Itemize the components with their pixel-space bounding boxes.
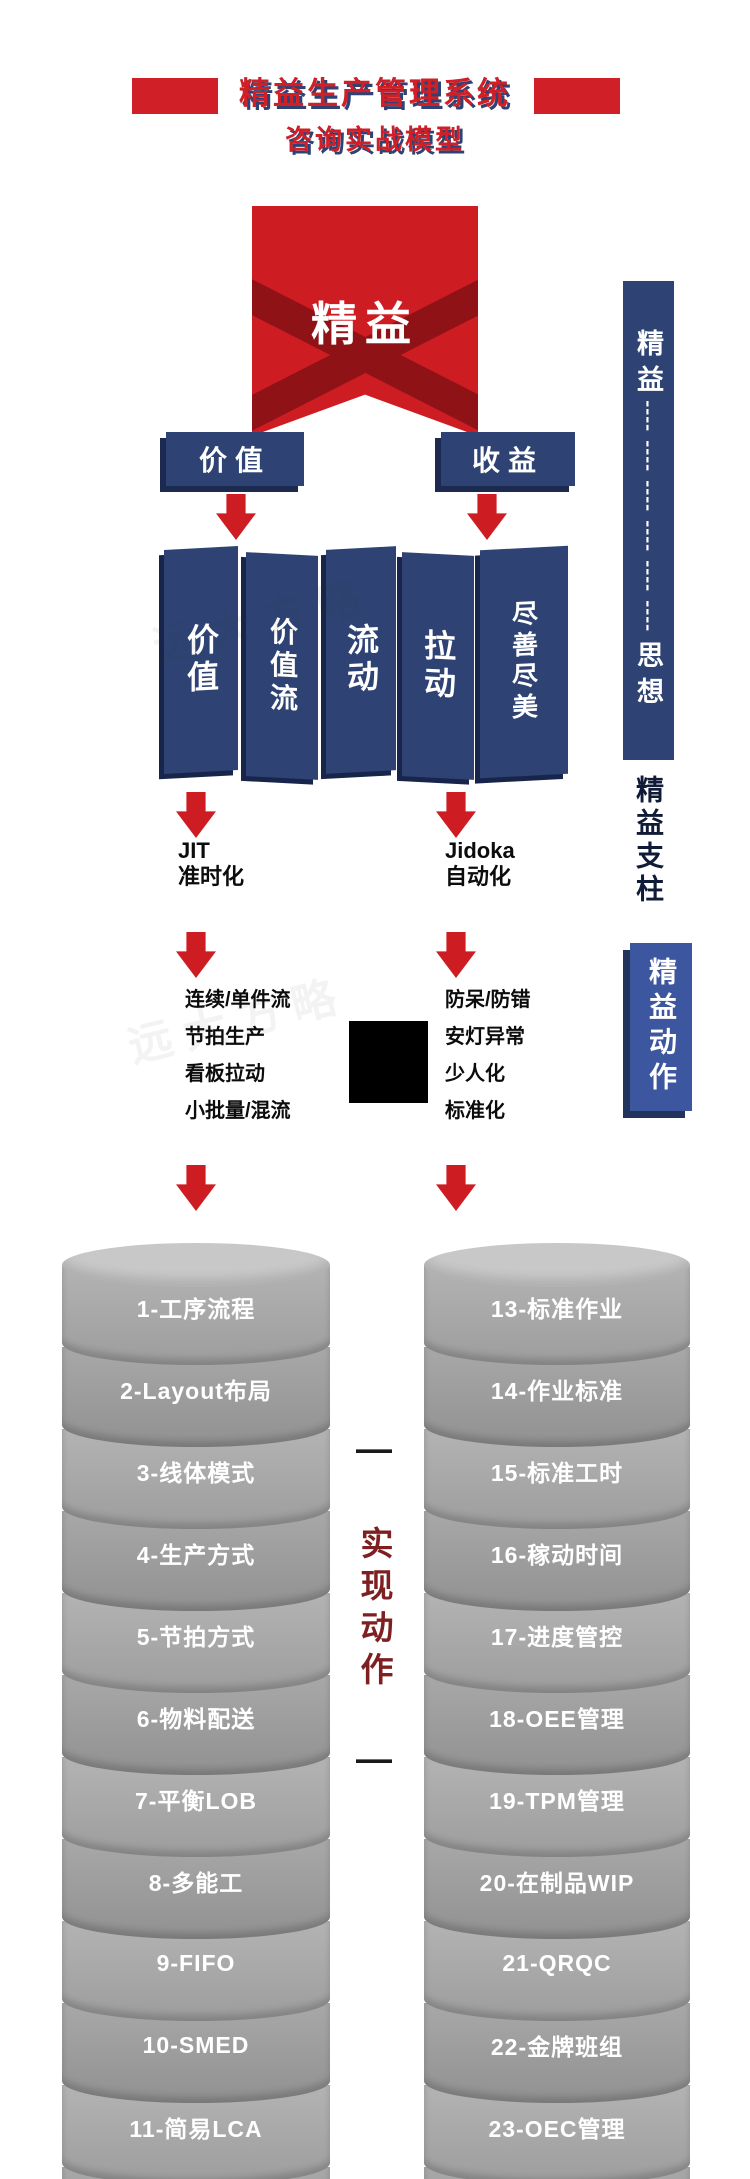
stack-item-label: 4-生产方式: [136, 1542, 256, 1568]
title-line-2: 咨询实战模型: [285, 125, 465, 155]
stack-top-cap: [424, 1243, 690, 1287]
stack-item-label: 8-多能工: [148, 1870, 244, 1896]
lean-pillar-section: 精益支柱: [626, 774, 670, 908]
title-line-1: 精益生产管理系统: [239, 76, 511, 111]
implement-label: 实现动作: [356, 1526, 393, 1694]
page-title: 精益生产管理系统 咨询实战模型: [0, 68, 750, 157]
stack-item-label: 1-工序流程: [136, 1296, 256, 1322]
method-item: 安灯异常: [445, 1026, 525, 1048]
stack-item-label: 22-金牌班组: [490, 2034, 624, 2060]
down-arrow-jidoka: [436, 792, 476, 838]
methods-left-list: 连续/单件流 节拍生产 看板拉动 小批量/混流: [185, 982, 291, 1130]
title-accent-left: [132, 78, 218, 114]
value-box: 价值: [166, 432, 304, 486]
stack-item: 16-稼动时间: [424, 1511, 690, 1611]
lean-banner: 精益: [252, 206, 478, 436]
stack-item-label: 13-标准作业: [490, 1296, 624, 1322]
stack-item-label: 6-物料配送: [136, 1706, 256, 1732]
method-item: 连续/单件流: [185, 989, 291, 1011]
stack-item-label: 5-节拍方式: [136, 1624, 256, 1650]
down-arrow-stack-left: [176, 1165, 216, 1211]
stack-item-label: 18-OEE管理: [489, 1706, 625, 1732]
jidoka-line-1: Jidoka: [445, 838, 515, 863]
lean-pillar-label: 精益支柱: [633, 775, 664, 907]
stack-item-label: 17-进度管控: [490, 1624, 624, 1650]
stack-item: 8-多能工: [62, 1839, 330, 1939]
stack-item-label: 9-FIFO: [156, 1949, 236, 1976]
stack-item-label: 19-TPM管理: [489, 1788, 625, 1814]
stack-item: 17-进度管控: [424, 1593, 690, 1693]
stack-item-label: 3-线体模式: [136, 1460, 256, 1486]
down-arrow-stack-right: [436, 1165, 476, 1211]
method-item: 看板拉动: [185, 1063, 265, 1085]
down-arrow-methods-right: [436, 932, 476, 978]
stack-item: 2-Layout布局: [62, 1347, 330, 1447]
stack-item-label: 10-SMED: [142, 2031, 250, 2058]
stack-right: 13-标准作业 14-作业标准 15-标准工时 16-稼动时间 17-进度管控 …: [424, 1243, 690, 2179]
implement-section: 实现动作: [352, 1505, 396, 1715]
stack-item: 3-线体模式: [62, 1429, 330, 1529]
black-placeholder-box: [349, 1021, 428, 1103]
method-item: 防呆/防错: [445, 989, 531, 1011]
down-arrow-methods-left: [176, 932, 216, 978]
stack-top-cap: [62, 1243, 330, 1287]
stack-item: 10-SMED: [62, 2003, 330, 2103]
stack-item-label: 21-QRQC: [502, 1949, 612, 1976]
stack-item-label: 15-标准工时: [490, 1460, 624, 1486]
jidoka-line-2: 自动化: [445, 864, 512, 889]
down-arrow-value: [216, 494, 256, 540]
stack-item-label: 16-稼动时间: [490, 1542, 624, 1568]
lean-thought-bar: 精益┊┊┊┊┊┊思想: [623, 281, 674, 760]
implement-dash-top: —: [356, 1428, 392, 1469]
stack-left: 1-工序流程 2-Layout布局 3-线体模式 4-生产方式 5-节拍方式 6…: [62, 1243, 330, 2179]
methods-right-list: 防呆/防错 安灯异常 少人化 标准化: [445, 982, 531, 1130]
stack-item-label: 20-在制品WIP: [479, 1870, 635, 1896]
method-item: 少人化: [445, 1063, 505, 1085]
stack-item-label: 11-简易LCA: [129, 2116, 263, 2142]
stack-item: 23-OEC管理: [424, 2085, 690, 2179]
pillar-column-perfection: 尽善尽美: [480, 545, 568, 779]
lean-action-box: 精益动作: [630, 943, 692, 1111]
pillar-label-flow: 流动: [343, 622, 379, 698]
stack-item: 13-标准作业: [424, 1265, 690, 1365]
method-item: 节拍生产: [185, 1026, 265, 1048]
pillar-label-perfection: 尽善尽美: [508, 599, 539, 725]
stack-item-label: 2-Layout布局: [120, 1378, 272, 1404]
implement-dash-bottom: —: [356, 1738, 392, 1779]
stack-item-label: 7-平衡LOB: [135, 1788, 257, 1814]
jit-line-2: 准时化: [178, 864, 245, 889]
lean-thought-label: 精益┊┊┊┊┊┊思想: [633, 328, 663, 713]
benefit-box: 收益: [441, 432, 575, 486]
stack-item-label: 23-OEC管理: [488, 2116, 626, 2142]
jit-line-1: JIT: [178, 838, 210, 863]
title-accent-right: [534, 78, 620, 114]
lean-action-label: 精益动作: [646, 957, 677, 1097]
down-arrow-benefit: [467, 494, 507, 540]
banner-label: 精益: [311, 298, 419, 350]
stack-item-label: 14-作业标准: [490, 1378, 624, 1404]
method-item: 标准化: [445, 1100, 505, 1122]
pillar-label-pull: 拉动: [420, 628, 456, 704]
jidoka-label: Jidoka 自动化: [445, 838, 515, 890]
method-item: 小批量/混流: [185, 1100, 291, 1122]
jit-label: JIT 准时化: [178, 838, 244, 890]
stack-item: 4-生产方式: [62, 1511, 330, 1611]
down-arrow-jit: [176, 792, 216, 838]
pillar-column-pull: 拉动: [402, 552, 474, 780]
